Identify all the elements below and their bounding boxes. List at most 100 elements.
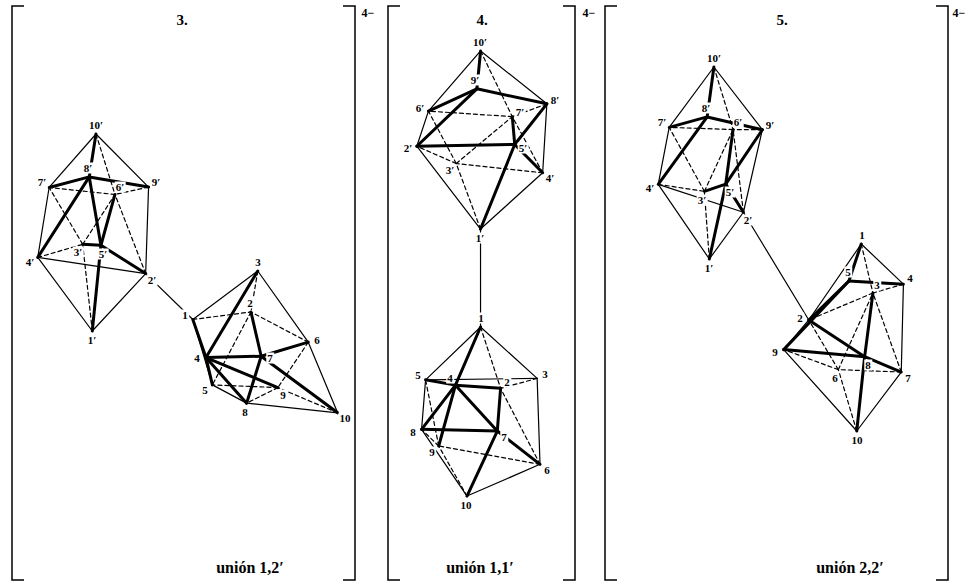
vertex-number: 3 [541,369,549,380]
vertex-number: 10′ [706,53,722,64]
bracket [12,6,24,580]
cage-edge [658,184,704,191]
vertex-number: 3 [873,280,881,291]
cage-edge [865,357,902,372]
cage-edge [101,194,115,245]
vertex-number: 2 [246,298,254,309]
vertex-number: 2′ [743,215,754,226]
cage-edge [784,350,839,370]
cage-edge [456,117,512,164]
bracket [12,6,948,580]
charge-label: 4− [361,7,376,19]
vertex-number: 5 [201,385,209,396]
cage-edge [477,89,547,104]
cage-edge [704,130,733,192]
cage-edge [543,104,547,173]
vertex-number: 4 [446,373,454,384]
cage-edge [861,244,873,293]
cage-edge [455,385,500,388]
vertex-number: 6 [543,465,551,476]
cage-edge [861,244,903,284]
vertex-number: 6′ [415,103,426,114]
vertex-number: 8 [409,427,417,438]
vertex-number: 8′ [701,103,712,114]
vertex-number: 8 [241,407,249,418]
cage-edge [308,342,337,413]
boron-cages [38,51,904,496]
bracket [605,6,617,580]
vertex-number: 2 [796,313,804,324]
cage-edge [426,378,538,379]
vertex-number: 3′ [445,165,456,176]
vertex-number: 1′ [704,263,715,274]
cage-edge [417,146,481,229]
cage-edge [481,51,513,117]
cage-edge [809,320,839,370]
vertex-number: 10 [339,413,352,424]
vertex-number: 3′ [697,195,708,206]
cage-edge [92,274,145,331]
vertex-number: 9 [279,390,287,401]
vertex-number: 7 [904,373,912,384]
cage-edge [38,257,146,273]
cage-edge [515,104,547,145]
cage-edge [422,429,467,496]
vertex-number: 1′ [87,335,98,346]
vertex-number: 6 [831,373,839,384]
cage-edge [809,320,865,357]
cage-edge [426,380,439,446]
cage-edge [422,380,426,429]
cage-edge [38,257,93,331]
bond-caption: unión 1,1′ [445,560,515,576]
vertex-number: 10 [851,435,864,446]
vertex-number: 7 [500,432,508,443]
cage-edge [251,312,261,356]
vertex-number: 7 [266,353,274,364]
cage-edge [743,130,762,213]
bond-caption: unión 2,2′ [815,560,885,576]
cage-edge [784,350,857,431]
cage-edge [873,293,901,372]
vertex-number: 9 [428,447,436,458]
cage-edge [743,212,808,320]
cage-edge [417,89,477,146]
cage-edge [809,293,873,320]
cage-edge [481,327,538,378]
cage-edge [901,284,903,372]
charge-label: 4− [582,7,597,19]
vertex-number: 1 [858,230,866,241]
bracket [343,6,355,580]
vertex-number: 1 [477,313,485,324]
cage-edge [726,130,763,184]
cage-edge [422,429,498,431]
cage-edge [512,117,542,173]
vertex-number: 9 [771,347,779,358]
cage-edge [456,164,480,230]
vertex-number: 9′ [151,177,162,188]
cage-edge [537,378,540,464]
cage-edge [428,89,476,111]
cage-edge [467,464,540,496]
vertex-number: 7′ [657,117,668,128]
cage-edge [417,146,456,163]
vertex-number: 4 [193,353,201,364]
cage-edge [455,327,480,385]
cage-edge [838,370,856,431]
cage-edge [857,372,902,431]
vertex-number: 1′ [475,233,486,244]
cage-edge [709,212,743,259]
cage-edge [481,173,543,229]
bond-caption: unión 1,2′ [215,560,285,576]
cage-edge [658,184,743,212]
cage-edge [193,271,258,319]
panel-number: 5. [775,13,788,28]
bracket [388,6,400,580]
cage-edge [83,244,93,331]
cage-edge [428,51,480,111]
cage-edge [456,164,542,173]
vertex-number: 7′ [515,107,526,118]
cage-edge [467,431,497,496]
cage-edge [193,312,251,320]
cage-edge [83,243,101,247]
